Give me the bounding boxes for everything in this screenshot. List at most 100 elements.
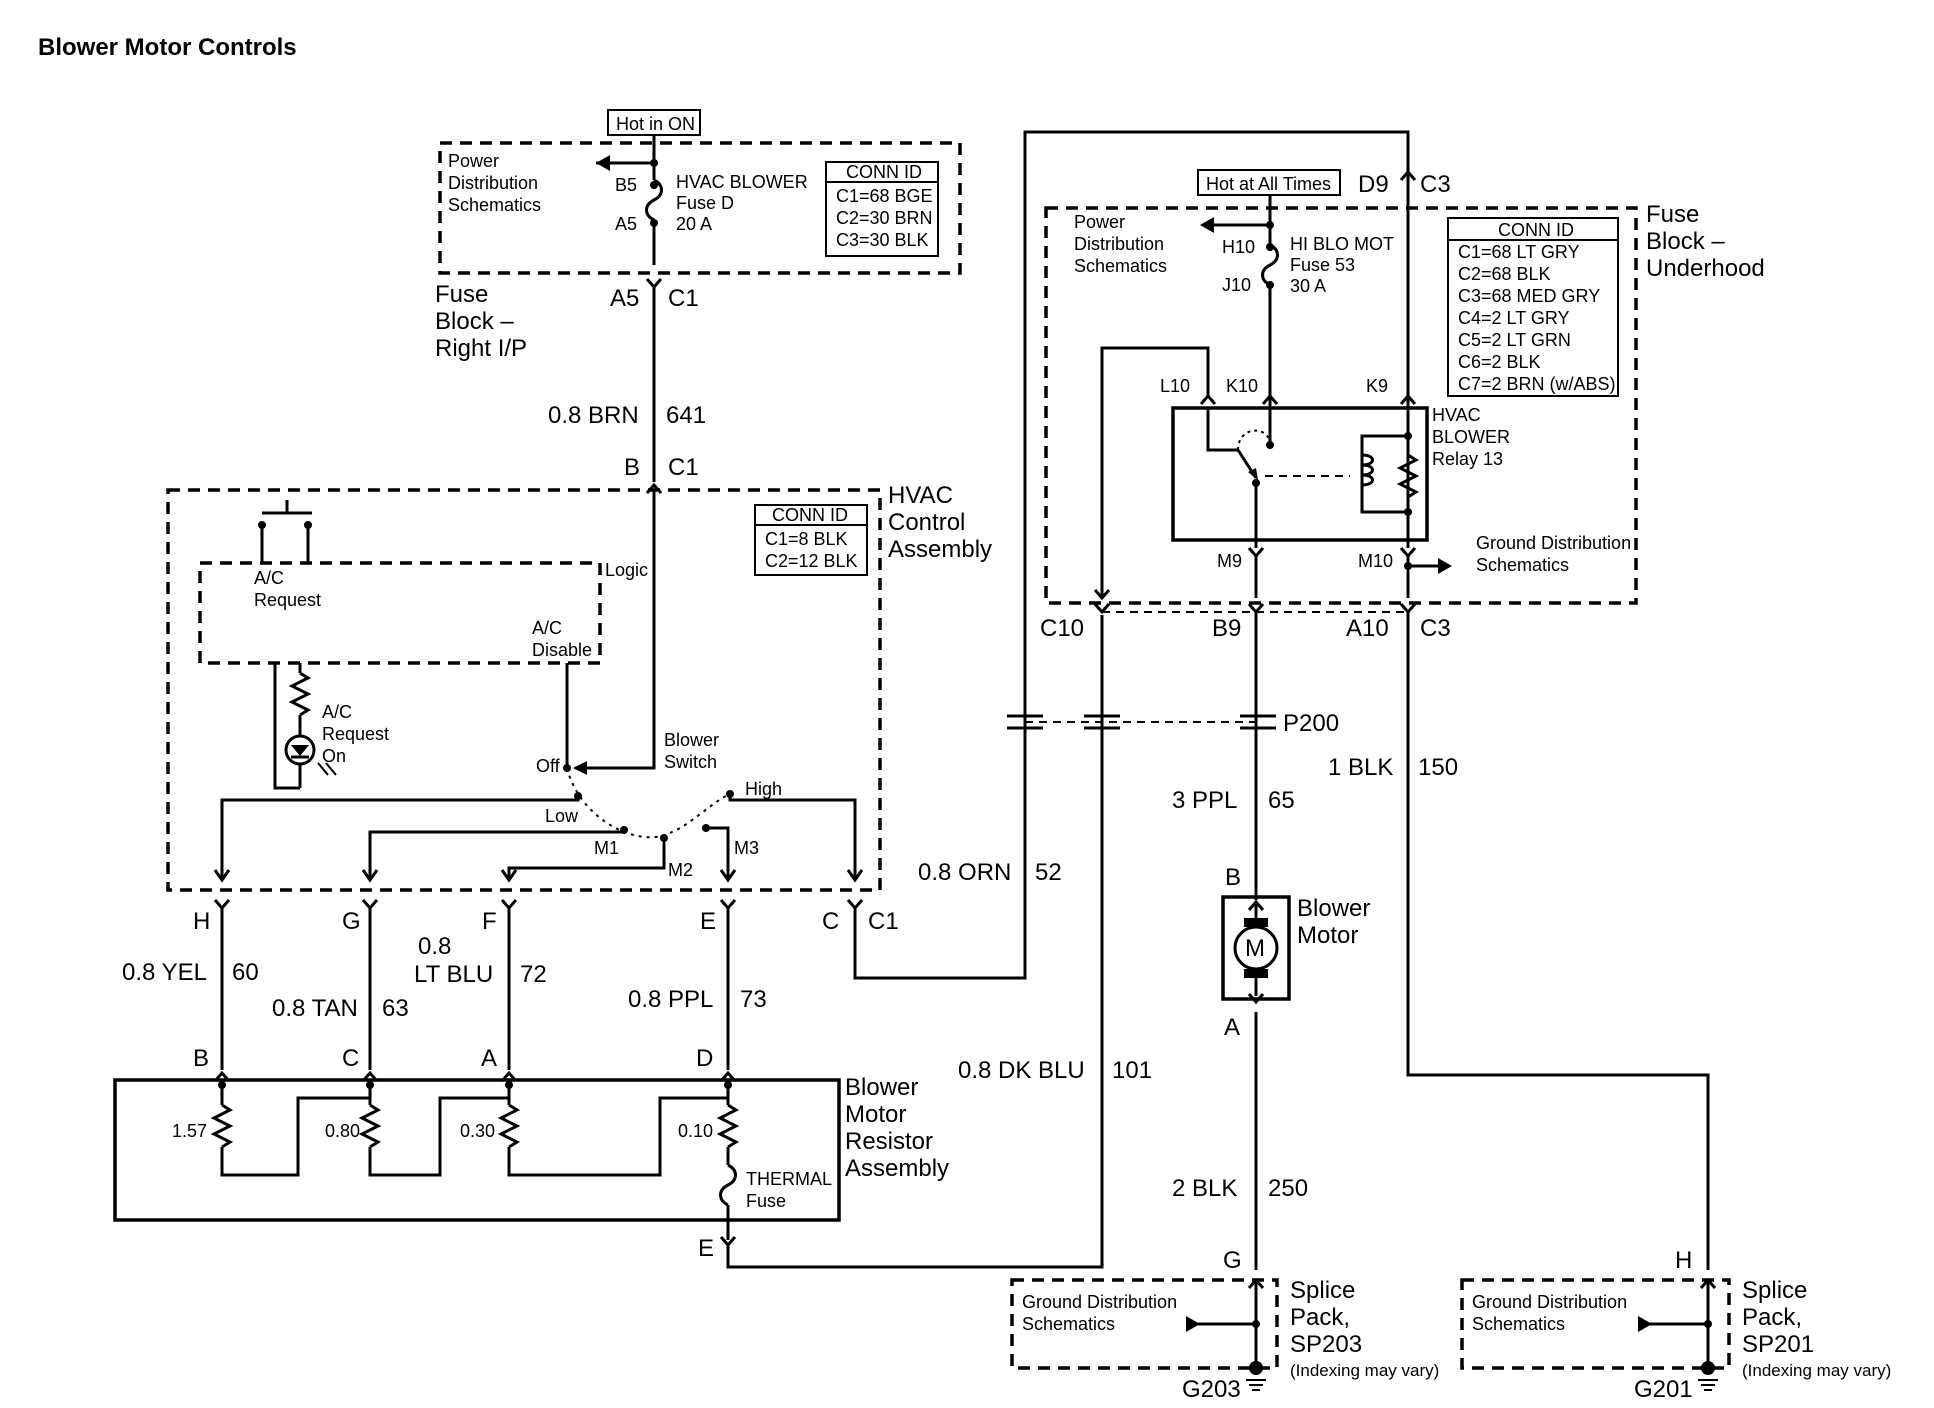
pin-label: B5	[615, 175, 637, 195]
splice-pack-sp203: G Ground Distribution Schematics G203 Sp…	[1010, 1247, 1439, 1403]
connector-pin-label: D9	[1358, 171, 1389, 198]
wire-color-label: 0.8 TAN	[272, 995, 358, 1022]
pds-label: Power	[1074, 212, 1125, 232]
m1-output	[368, 830, 626, 878]
connector-pin-label: G	[1223, 1247, 1242, 1274]
hvac-control-outline	[166, 488, 882, 892]
wire-color-label: LT BLU	[414, 961, 493, 988]
fuse-icon	[645, 178, 663, 222]
relay-label: Relay 13	[1432, 449, 1503, 469]
conn-id-table	[1447, 217, 1619, 397]
connector-pin-label: C	[342, 1045, 359, 1072]
thermal-fuse-icon	[719, 1163, 737, 1207]
conn-id-row: C2=12 BLK	[765, 551, 858, 571]
hvac-c1-connector: H G F E C C1	[193, 898, 899, 935]
wire-color-label: 2 BLK	[1172, 1175, 1237, 1202]
gds-label: Ground Distribution	[1472, 1292, 1627, 1312]
m3-output	[706, 826, 730, 878]
ac-request-on-label: A/C	[322, 702, 352, 722]
component-label: Splice	[1290, 1277, 1355, 1304]
wire-number-label: 250	[1268, 1175, 1308, 1202]
connector-pin-label: A	[1224, 1014, 1240, 1041]
connector-pin-label: E	[700, 908, 716, 935]
gds-label: Schematics	[1472, 1314, 1565, 1334]
conn-id-row: C5=2 LT GRN	[1458, 330, 1571, 350]
conn-id-row: C4=2 LT GRY	[1458, 308, 1570, 328]
wire-color-label: 1 BLK	[1328, 754, 1393, 781]
fuse-block-rip-outline	[438, 141, 962, 275]
hot-in-on-label: Hot in ON	[616, 114, 695, 134]
fuse-block-underhood: D9 C3 Hot at All Times Fuse Block – Unde…	[1040, 169, 1765, 642]
switch-position-label: M3	[734, 838, 759, 858]
low-output	[220, 796, 580, 878]
conn-id-row: C6=2 BLK	[1458, 352, 1541, 372]
wire-101	[726, 615, 1104, 1269]
arrow-icon	[1186, 1316, 1200, 1332]
wire-52	[853, 130, 1410, 980]
ac-request-on-label: Request	[322, 724, 389, 744]
resistor-icon	[358, 1103, 382, 1149]
conn-id-table	[754, 504, 868, 576]
connector-pin-label: B9	[1212, 615, 1241, 642]
conn-id-row: C3=30 BLK	[836, 230, 929, 250]
p200-label: P200	[1283, 710, 1339, 737]
ac-disable-label: A/C	[532, 618, 562, 638]
fuse-53-label: 30 A	[1290, 276, 1326, 296]
component-label: Block –	[1646, 228, 1725, 255]
resistor-icon	[497, 1103, 521, 1149]
resistor-icon	[210, 1103, 234, 1149]
relay-label: HVAC	[1432, 405, 1481, 425]
switch-position-label: High	[745, 779, 782, 799]
connector-pin-label: C1	[868, 908, 899, 935]
fuse-53-label: Fuse 53	[1290, 255, 1355, 275]
wire-150	[1406, 612, 1710, 1270]
conn-id-row: C1=68 BGE	[836, 186, 933, 206]
component-label: Resistor	[845, 1128, 933, 1155]
fuse-d-label: HVAC BLOWER	[676, 172, 808, 192]
gds-label: Schematics	[1022, 1314, 1115, 1334]
arrow-icon	[596, 155, 610, 171]
connector-pin-label: B	[624, 454, 640, 481]
wire-color-label: 3 PPL	[1172, 787, 1237, 814]
conn-id-row: C3=68 MED GRY	[1458, 286, 1600, 306]
conn-id-header: CONN ID	[846, 162, 922, 182]
ground-label: G203	[1182, 1376, 1241, 1403]
pin-label: M9	[1217, 551, 1242, 571]
splice-pack-outline	[1010, 1278, 1279, 1370]
resistance-label: 0.80	[325, 1121, 360, 1141]
indexing-note: (Indexing may vary)	[1290, 1361, 1439, 1380]
conn-id-header: CONN ID	[772, 505, 848, 525]
component-label: Assembly	[888, 536, 992, 563]
wire-color-label: 0.8 YEL	[122, 959, 207, 986]
component-label: Control	[888, 509, 965, 536]
pin-label: L10	[1160, 376, 1190, 396]
component-label: Pack,	[1290, 1304, 1350, 1331]
wire-color-label: 0.8 DK BLU	[958, 1057, 1085, 1084]
ac-request-on-label: On	[322, 746, 346, 766]
connector-pin-label: H	[1675, 1247, 1692, 1274]
gds-label: Ground Distribution	[1022, 1292, 1177, 1312]
pds-label: Schematics	[448, 195, 541, 215]
component-label: SP201	[1742, 1331, 1814, 1358]
connector-pin-label: A10	[1346, 615, 1389, 642]
connector-pin-label: G	[342, 908, 361, 935]
relay-label: BLOWER	[1432, 427, 1510, 447]
gds-label: Schematics	[1476, 555, 1569, 575]
pin-label: A5	[615, 214, 637, 234]
arrow-icon	[573, 761, 587, 775]
connector-pin-label: E	[698, 1235, 714, 1262]
component-label: SP203	[1290, 1331, 1362, 1358]
thermal-fuse-label: THERMAL	[746, 1169, 832, 1189]
high-output	[728, 794, 857, 878]
conn-id-row: C2=30 BRN	[836, 208, 933, 228]
switch-position-label: M2	[668, 860, 693, 880]
indexing-note: (Indexing may vary)	[1742, 1361, 1891, 1380]
fuse-block-right-ip: Hot in ON Power Distribution Schematics …	[435, 109, 962, 362]
pds-label: Distribution	[1074, 234, 1164, 254]
component-label: Blower	[1297, 895, 1370, 922]
ground-icon	[1246, 1379, 1266, 1391]
component-label: Motor	[845, 1101, 906, 1128]
pin-label: K9	[1366, 376, 1388, 396]
